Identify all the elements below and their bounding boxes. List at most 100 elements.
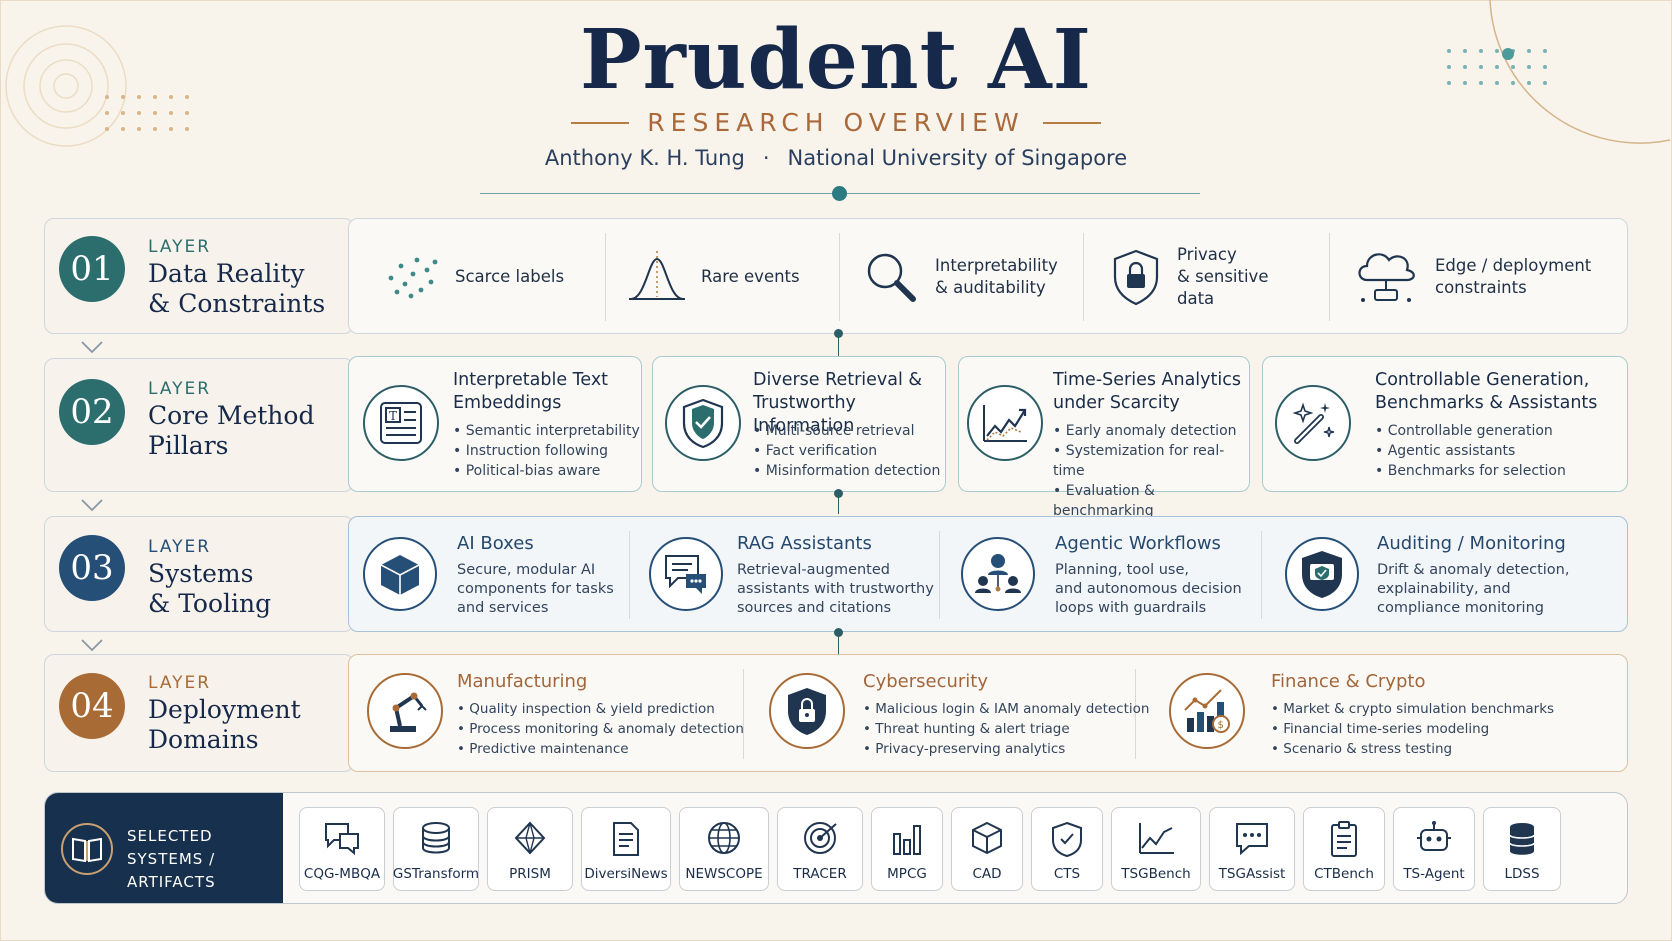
artifacts-band-label-line2: ARTIFACTS: [127, 873, 216, 891]
domain-bullet: Process monitoring & anomaly detection: [457, 719, 744, 739]
artifact-cts[interactable]: CTS: [1031, 807, 1103, 891]
system-desc-rag-assistants: Retrieval-augmented assistants with trus…: [737, 561, 934, 618]
artifact-label: DiversiNews: [584, 866, 668, 882]
domain-icon-circle: [769, 673, 845, 749]
artifact-diversinews[interactable]: DiversiNews: [581, 807, 671, 891]
header-divider-dot: [832, 186, 847, 201]
system-title-rag-assistants: RAG Assistants: [737, 533, 872, 554]
connector-dot: [834, 329, 843, 338]
layer-04-label: 04 LAYER Deployment Domains: [44, 654, 354, 772]
artifact-mpcg[interactable]: MPCG: [871, 807, 943, 891]
artifact-gstransform[interactable]: GSTransform: [393, 807, 479, 891]
artifact-ts-agent[interactable]: TS-Agent: [1393, 807, 1475, 891]
artifact-tsgbench[interactable]: TSGBench: [1111, 807, 1201, 891]
layer-03-number-badge: 03: [59, 535, 125, 601]
system-desc-line: Drift & anomaly detection,: [1377, 562, 1570, 578]
subtitle-rule-right: [1042, 121, 1101, 124]
pillar-icon-circle: [665, 385, 741, 461]
artifact-tracer[interactable]: TRACER: [777, 807, 863, 891]
pillar-title-line1: Time-Series Analytics: [1053, 370, 1241, 390]
layer-01-name-line2: & Constraints: [148, 289, 326, 318]
pillar-title-line2: Benchmarks & Assistants: [1375, 393, 1598, 413]
system-desc-line: sources and citations: [737, 600, 892, 616]
cube-icon: [380, 555, 420, 595]
pillar-bullet: Early anomaly detection: [1053, 421, 1249, 441]
system-title-auditing-monitoring: Auditing / Monitoring: [1377, 533, 1566, 554]
constraint-edge-line2: constraints: [1435, 278, 1527, 297]
connector-line: [838, 334, 839, 356]
constraint-rare-events-text: Rare events: [701, 267, 800, 286]
artifact-cad[interactable]: CAD: [951, 807, 1023, 891]
shield-lock-icon: [1113, 249, 1159, 306]
pillar-title-line1: Diverse Retrieval &: [753, 370, 923, 390]
pillar-title-line2: Embeddings: [453, 393, 562, 413]
layer-02-name-line1: Core Method: [148, 401, 315, 430]
constraint-privacy-line2: & sensitive: [1177, 267, 1269, 286]
connector-dot: [834, 628, 843, 637]
pillar-bullet: Systemization for real-time: [1053, 441, 1249, 481]
domain-title-manufacturing: Manufacturing: [457, 671, 588, 692]
target-icon: [804, 822, 837, 854]
system-desc-ai-boxes: Secure, modular AI components for tasks …: [457, 561, 614, 618]
domain-bullet: Predictive maintenance: [457, 739, 744, 759]
artifact-ctbench[interactable]: CTBench: [1303, 807, 1385, 891]
constraint-interpretability: Interpretability& auditability: [863, 247, 1058, 307]
connector-line: [838, 632, 839, 654]
pillar-bullets: Multi-source retrieval Fact verification…: [753, 421, 941, 481]
trend-chart-icon: [983, 405, 1027, 442]
constraints-divider: [1329, 233, 1330, 321]
artifact-label: LDSS: [1504, 866, 1540, 882]
robot-icon: [1417, 821, 1451, 851]
artifact-tsgassist[interactable]: TSGAssist: [1209, 807, 1295, 891]
byline-separator: ·: [762, 146, 770, 170]
pillar-title-line2: under Scarcity: [1053, 393, 1180, 413]
layer-03-label: 03 LAYER Systems & Tooling: [44, 516, 354, 632]
finance-chart-icon: $: [1184, 689, 1230, 733]
pillar-title-line1: Interpretable Text: [453, 370, 609, 390]
layer-02-name-line2: Pillars: [148, 431, 229, 460]
magic-wand-icon: [1292, 402, 1335, 444]
system-title-agentic-workflows: Agentic Workflows: [1055, 533, 1221, 554]
pillar-title: Time-Series Analytics under Scarcity: [1053, 369, 1241, 415]
pillar-bullet: Semantic interpretability: [453, 421, 640, 441]
layer-01-number-badge: 01: [59, 236, 125, 302]
artifact-ldss[interactable]: LDSS: [1483, 807, 1561, 891]
pillar-card-time-series: Time-Series Analytics under Scarcity Ear…: [958, 356, 1250, 519]
constraint-scarce-labels-text: Scarce labels: [455, 267, 565, 286]
subtitle-rule-left: [571, 121, 630, 124]
line-chart-icon: [1139, 823, 1174, 854]
domains-panel: Manufacturing Quality inspection & yield…: [348, 654, 1628, 772]
artifact-label: CQG-MBQA: [303, 866, 381, 882]
artifact-newscope[interactable]: NEWSCOPE: [679, 807, 769, 891]
pillar-bullet: Benchmarks for selection: [1375, 461, 1566, 481]
pillar-bullet: Fact verification: [753, 441, 940, 461]
constraint-privacy-line1: Privacy: [1177, 245, 1237, 264]
constraints-divider: [839, 233, 840, 321]
system-desc-auditing-monitoring: Drift & anomaly detection, explainabilit…: [1377, 561, 1569, 618]
document-icon: [613, 822, 639, 856]
pillar-card-controllable-generation: Controllable Generation, Benchmarks & As…: [1262, 356, 1628, 492]
domain-title-finance-crypto: Finance & Crypto: [1271, 671, 1426, 692]
pillar-bullets: Controllable generation Agentic assistan…: [1375, 421, 1566, 481]
dot-grid-decoration-left: [105, 95, 189, 131]
constraint-interpretability-line1: Interpretability: [935, 256, 1058, 275]
system-desc-line: explainability, and: [1377, 581, 1511, 597]
artifact-label: NEWSCOPE: [685, 866, 763, 882]
robot-arm-icon: [390, 692, 427, 732]
artifact-cqg-mbqa[interactable]: CQG-MBQA: [299, 807, 385, 891]
layer-01-name: Data Reality & Constraints: [148, 259, 358, 319]
artifact-prism[interactable]: PRISM: [487, 807, 573, 891]
artifact-label: TS-Agent: [1403, 866, 1465, 882]
shield-check-icon: [1052, 821, 1082, 858]
layer-04-name-line1: Deployment: [148, 695, 301, 724]
layer-01-name-line1: Data Reality: [148, 259, 305, 288]
subtitle-row: RESEARCH OVERVIEW: [0, 108, 1672, 137]
layer-04-name-line2: Domains: [148, 725, 259, 754]
layer-03-name: Systems & Tooling: [148, 559, 358, 619]
system-title-ai-boxes: AI Boxes: [457, 533, 534, 554]
institution-name: National University of Singapore: [787, 146, 1128, 170]
systems-divider: [629, 531, 630, 619]
domain-bullet: Scenario & stress testing: [1271, 739, 1554, 759]
layer-02-word: LAYER: [148, 379, 212, 399]
